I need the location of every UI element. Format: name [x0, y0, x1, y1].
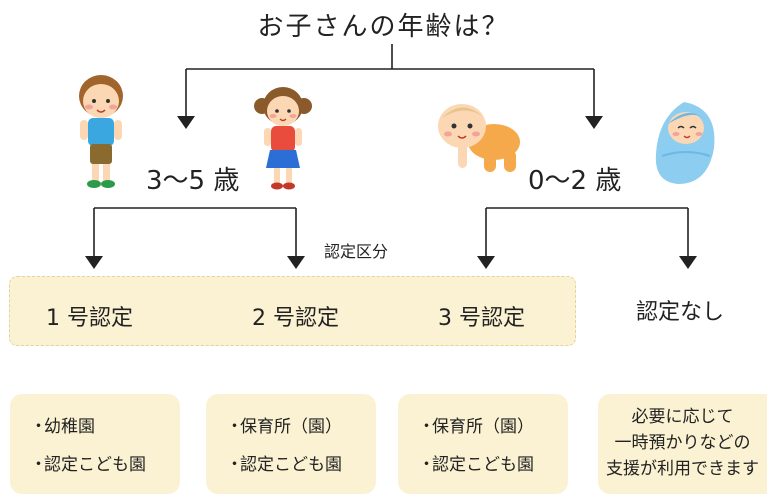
facility-box-1: ・幼稚園 ・認定こども園	[10, 394, 180, 494]
bullet: ・	[418, 455, 435, 475]
age-3-5-label: 3〜5 歳	[146, 166, 240, 196]
facility-item-label: 認定こども園	[432, 455, 534, 475]
certification-3: 3 号認定	[438, 306, 525, 331]
facility-item-label: 保育所（園）	[240, 417, 342, 437]
facility-item: ・認定こども園	[418, 450, 534, 475]
facility-box-3: ・保育所（園） ・認定こども園	[398, 394, 568, 494]
arrow-to-cert-3	[477, 256, 495, 269]
facility-box-2: ・保育所（園） ・認定こども園	[206, 394, 376, 494]
certification-category-label: 認定区分	[324, 242, 389, 261]
bullet: ・	[226, 455, 243, 475]
facility-item-label: 保育所（園）	[432, 417, 534, 437]
girl-illustration	[254, 87, 312, 190]
facility-item-label: 認定こども園	[44, 455, 146, 475]
facility-item: ・保育所（園）	[226, 412, 342, 437]
bullet: ・	[30, 455, 47, 475]
facility-item: ・認定こども園	[226, 450, 342, 475]
arrow-to-3-5	[177, 116, 195, 129]
crawling-baby-illustration	[438, 104, 520, 172]
page-title: お子さんの年齢は？	[257, 12, 510, 42]
facility-item: ・幼稚園	[30, 412, 95, 437]
certification-2: 2 号認定	[252, 306, 339, 331]
swaddled-baby-illustration	[655, 102, 715, 184]
bullet: ・	[226, 417, 243, 437]
bullet: ・	[30, 417, 47, 437]
facility-item: ・認定こども園	[30, 450, 146, 475]
facility-item-label: 認定こども園	[240, 455, 342, 475]
support-note-line: 一時預かりなどの	[614, 433, 751, 453]
boy-illustration	[79, 75, 123, 188]
arrow-to-cert-1	[85, 256, 103, 269]
facility-box-none: 必要に応じて 一時預かりなどの 支援が利用できます	[598, 394, 767, 494]
facility-item: ・保育所（園）	[418, 412, 534, 437]
certification-none: 認定なし	[636, 300, 725, 325]
certification-band	[9, 276, 576, 346]
certification-1: 1 号認定	[46, 306, 133, 331]
age-0-2-label: 0〜2 歳	[528, 166, 622, 196]
facility-item-label: 幼稚園	[44, 417, 95, 437]
arrow-to-0-2	[585, 116, 603, 129]
support-note-line: 必要に応じて	[631, 407, 734, 427]
bullet: ・	[418, 417, 435, 437]
support-note-line: 支援が利用できます	[606, 459, 759, 479]
arrow-to-cert-none	[679, 256, 697, 269]
arrow-to-cert-2	[287, 256, 305, 269]
flow-lines	[85, 44, 697, 269]
